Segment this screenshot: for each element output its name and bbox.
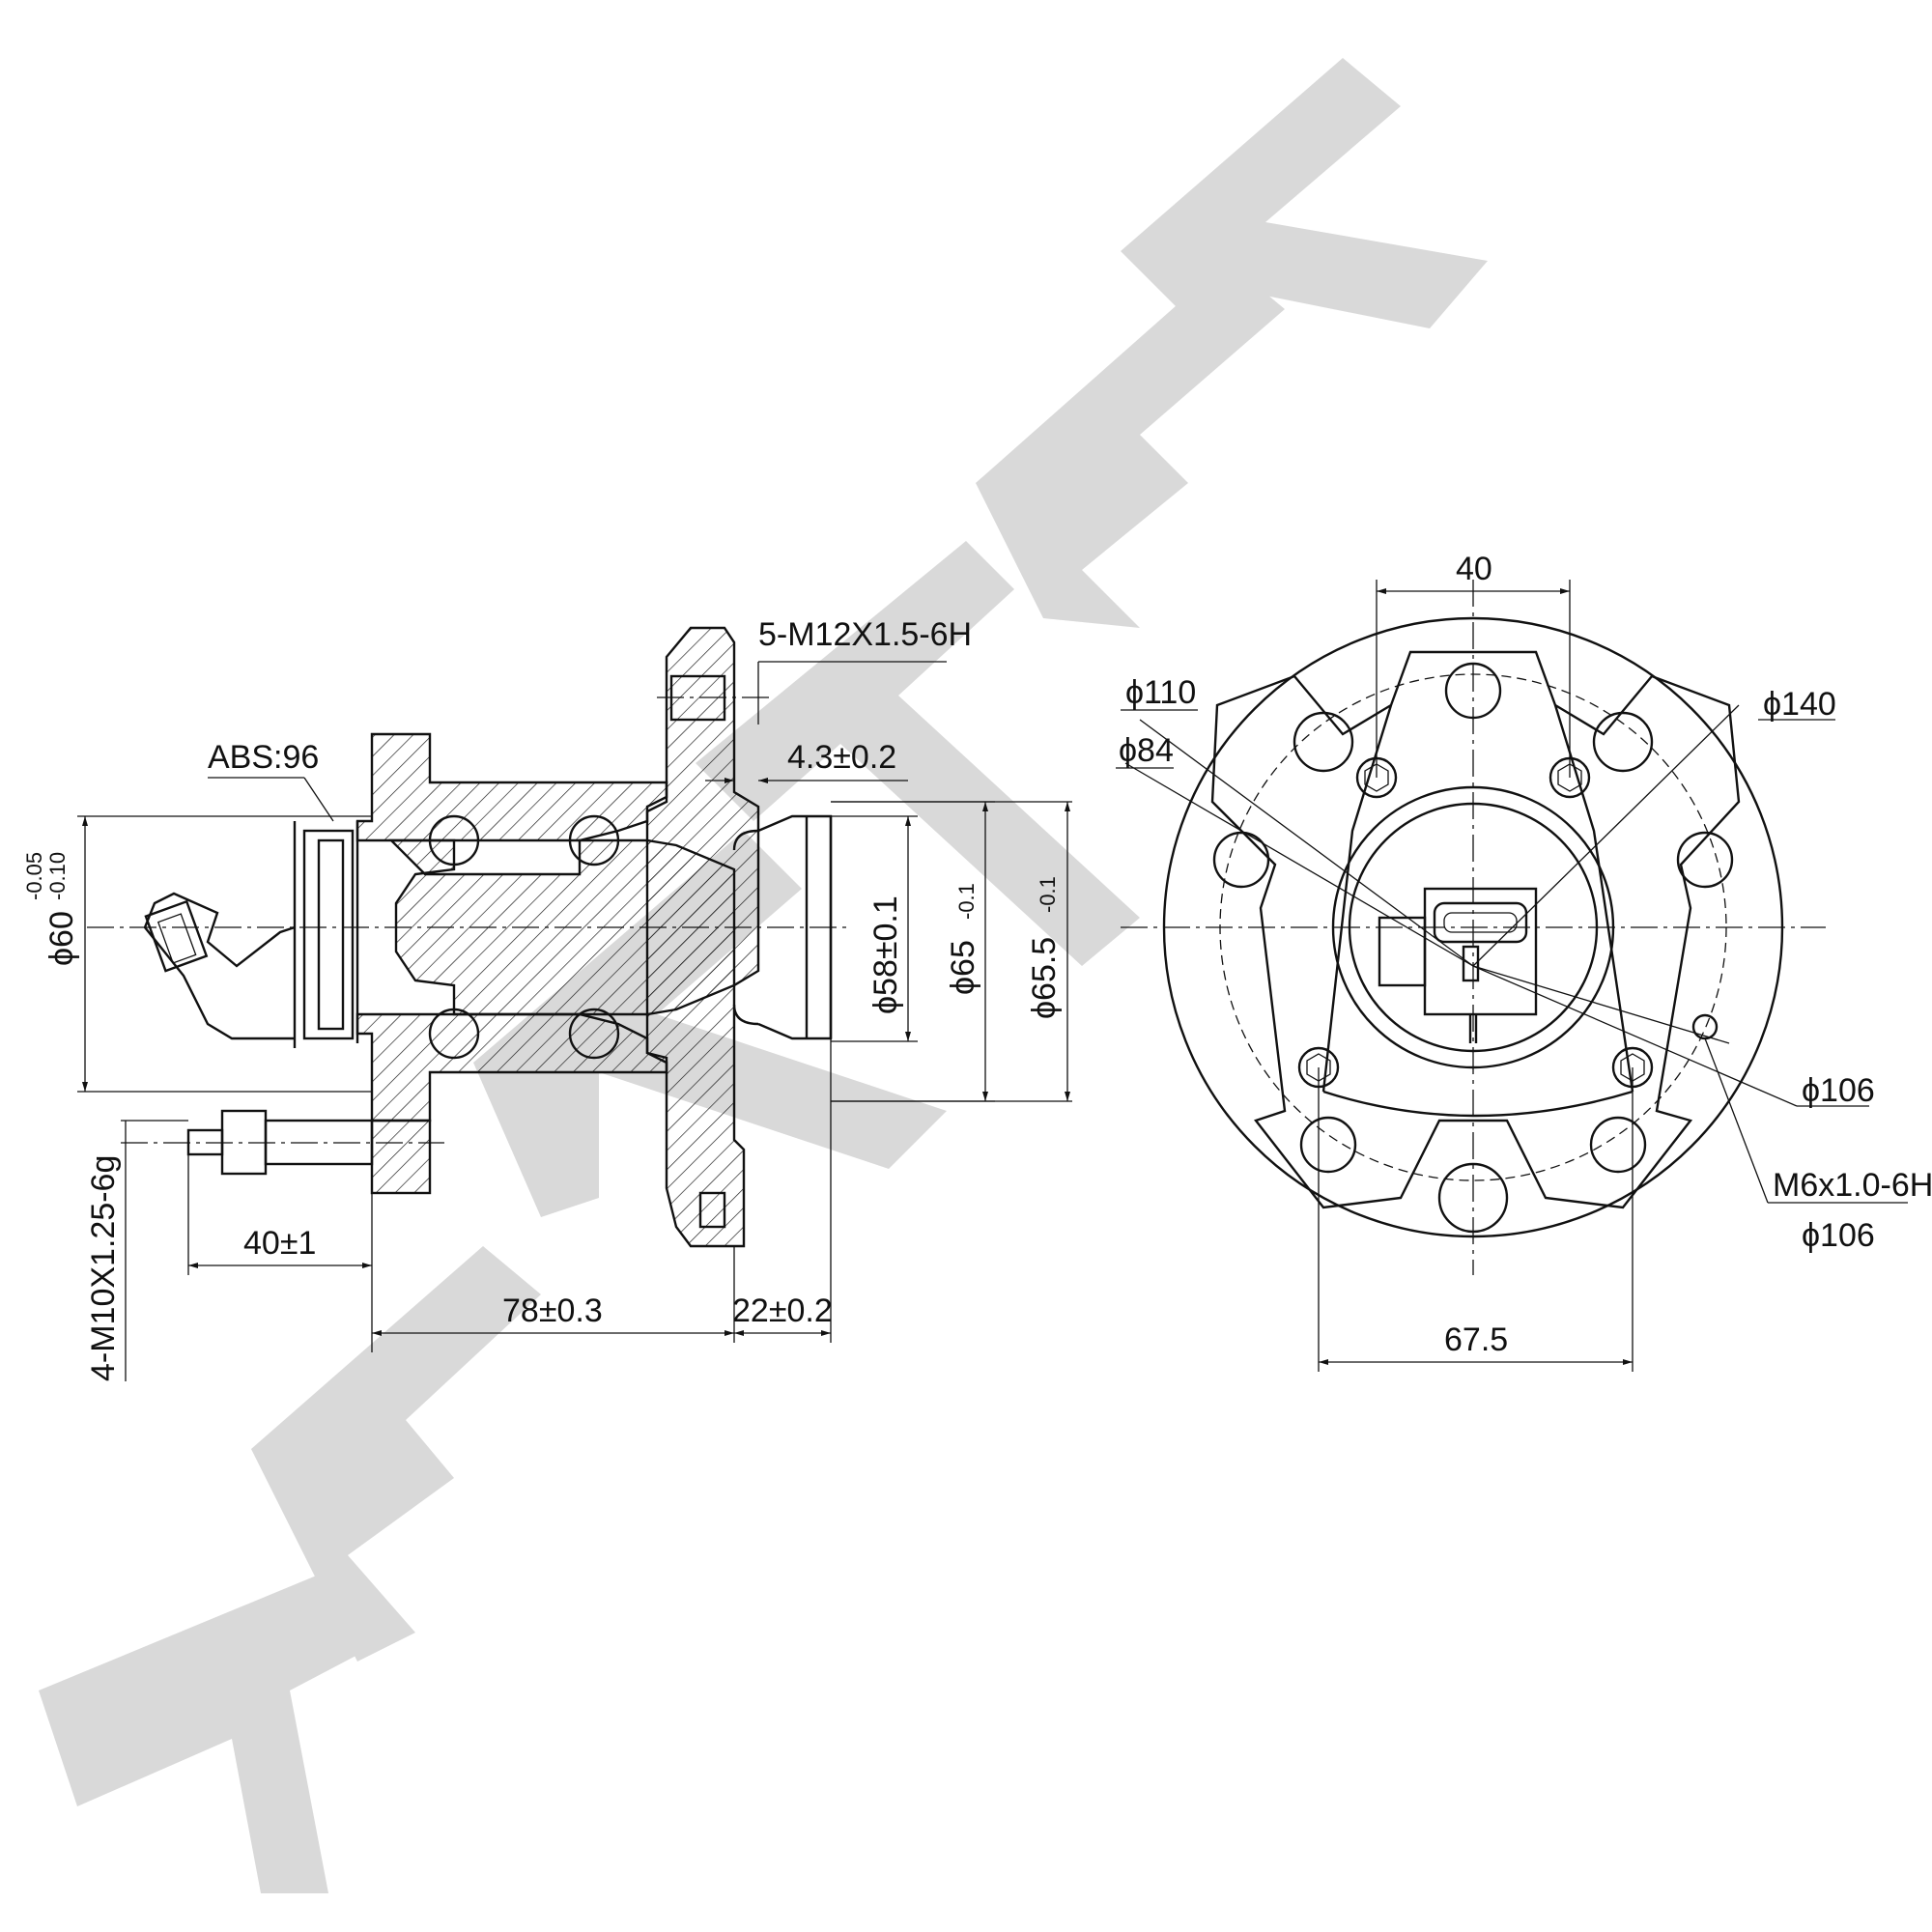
length-22-label: 22±0.2	[732, 1293, 833, 1329]
outer-flange-circle	[1162, 616, 1784, 1238]
center-bottom-hole	[1437, 1162, 1509, 1234]
svg-text:ϕ58±0.1: ϕ58±0.1	[867, 895, 904, 1014]
bearing-ball-4	[568, 1008, 620, 1060]
svg-text:ϕ60: ϕ60	[43, 911, 80, 966]
flange-bolt-hole-bottom	[698, 1191, 726, 1229]
top-left-boss	[1293, 711, 1354, 773]
dia-106-a-label: ϕ106	[1802, 1072, 1875, 1109]
svg-text:-0.1: -0.1	[954, 883, 979, 920]
wheel-bolt-hole-2	[1212, 831, 1270, 889]
wheel-bolt	[121, 1109, 444, 1195]
side-section-view	[77, 626, 1072, 1381]
dia-58-label: ϕ58±0.1	[867, 895, 904, 1014]
thread-holes-label: 5-M12X1.5-6H	[758, 616, 972, 653]
wheel-bolt-hole-1	[1444, 662, 1502, 720]
abs-sensor-connector	[143, 892, 296, 1040]
bolt-thread-label: 4-M10X1.25-6g	[85, 1155, 122, 1381]
wheel-bolt-hole-4	[1299, 1116, 1357, 1174]
svg-text:ϕ65: ϕ65	[945, 940, 981, 995]
svg-text:4-M10X1.25-6g: 4-M10X1.25-6g	[85, 1155, 122, 1381]
dia-106-b-label: ϕ106	[1802, 1217, 1875, 1254]
abs-ring	[302, 829, 355, 1040]
hub-bore-outer	[1331, 785, 1615, 1069]
dia-110-label: ϕ110	[1125, 674, 1196, 711]
width-40-label: 40	[1456, 551, 1492, 587]
dia-140-label: ϕ140	[1763, 686, 1836, 723]
bearing-ball-2	[568, 814, 620, 867]
width-67-5-label: 67.5	[1444, 1321, 1508, 1358]
flange-lobe-outline	[1210, 650, 1741, 1209]
bearing-ball-1	[428, 814, 480, 867]
hub-bore-inner	[1348, 802, 1599, 1053]
front-view	[1116, 580, 1908, 1372]
flange-gap-label: 4.3±0.2	[787, 739, 896, 776]
dia-84-label: ϕ84	[1119, 732, 1174, 769]
inner-shaft	[388, 838, 736, 1016]
bolt-length-label: 40±1	[243, 1225, 316, 1262]
dia-65-5-label: ϕ65.5 -0.1	[1026, 876, 1063, 1019]
m6-thread-label: M6x1.0-6H	[1773, 1167, 1932, 1204]
wheel-bolt-hole-5	[1589, 1116, 1647, 1174]
housing-top	[355, 732, 668, 842]
bearing-ball-3	[428, 1008, 480, 1060]
abs-sensor-block	[1378, 887, 1538, 1043]
top-right-boss	[1592, 711, 1654, 773]
svg-text:-0.10: -0.10	[45, 852, 70, 900]
m6-small-hole	[1691, 1013, 1719, 1040]
bolt-pitch-circle	[1219, 673, 1727, 1181]
svg-text:-0.05: -0.05	[22, 852, 46, 900]
dia-60-label: ϕ60 -0.05 -0.10	[22, 852, 80, 966]
svg-text:-0.1: -0.1	[1036, 876, 1060, 913]
dia-65-label: ϕ65 -0.1	[945, 883, 981, 995]
housing-bottom	[355, 1012, 668, 1122]
wheel-bolt-hole-3	[1676, 831, 1734, 889]
abs-label: ABS:96	[208, 739, 319, 776]
svg-text:ϕ65.5: ϕ65.5	[1026, 937, 1063, 1019]
zentek-watermark-logo	[39, 58, 1488, 1893]
length-78-label: 78±0.3	[502, 1293, 603, 1329]
